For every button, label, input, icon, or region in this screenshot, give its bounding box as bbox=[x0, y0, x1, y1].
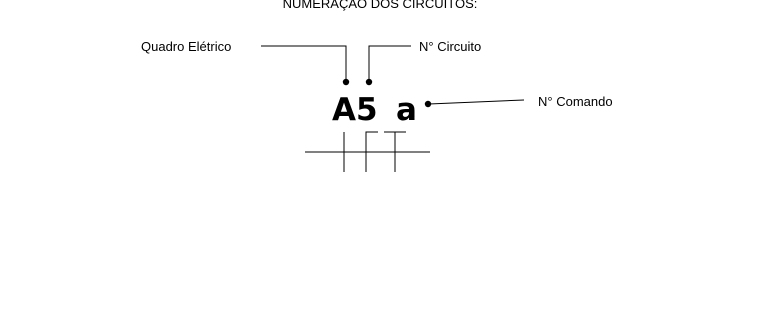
leader-dot-circuit bbox=[365, 78, 373, 86]
label-circuit-number: N° Circuito bbox=[419, 39, 481, 54]
wiring-tick-phase bbox=[365, 131, 378, 172]
leader-line-circuit bbox=[368, 45, 411, 80]
code-command-letter: a bbox=[396, 92, 417, 128]
leader-dot-panel bbox=[342, 78, 350, 86]
code-panel-letter: A bbox=[332, 92, 356, 128]
label-command-number: N° Comando bbox=[538, 94, 613, 109]
label-panel: Quadro Elétrico bbox=[141, 39, 231, 54]
leader-line-command bbox=[428, 99, 525, 105]
leader-dot-command bbox=[424, 100, 432, 108]
leader-line-panel bbox=[261, 45, 347, 80]
diagram-title: NUMERAÇÃO DOS CIRCUITOS: bbox=[283, 0, 478, 11]
code-circuit-number: 5 bbox=[356, 92, 378, 128]
